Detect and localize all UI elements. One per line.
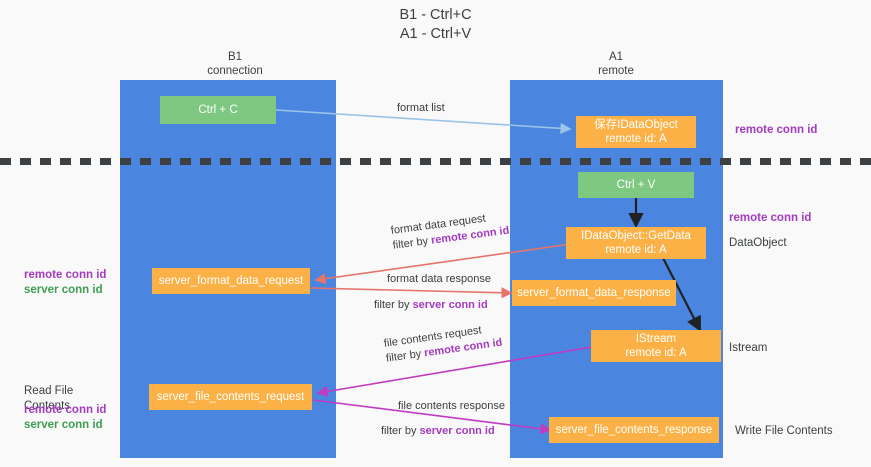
annotation-remote-conn-id-top-text: remote conn id [735,124,818,136]
annotation-read-file-contents: Read File Contents [24,385,74,412]
annotation-istream: Istream [729,342,768,354]
annotation-left-conn-ids-mid: remote conn id server conn id [24,268,116,297]
edge-label-format-data-response-prefix: filter by [374,299,413,311]
phase-divider [0,158,871,165]
edge-label-file-contents-request-prefix: filter by [385,347,426,365]
column-header-a1-name: A1 [608,51,624,63]
edge-label-format-data-response-line1: format data response [387,273,491,285]
annotation-left-read-file-contents-group: Read File Contents [24,384,120,413]
annotation-left-server-conn-id-bottom: server conn id [24,418,103,431]
node-save-idataobject-line2: remote id: A [605,133,667,145]
title-line-1: B1 - Ctrl+C [399,7,472,23]
node-server-format-data-response[interactable]: server_format_data_response [512,280,676,306]
edge-label-file-contents-response: file contents response [398,399,505,414]
edge-label-file-contents-response-prefix: filter by [381,425,420,437]
node-istream-line2: remote id: A [625,347,687,359]
edge-label-file-contents-response-filter: filter by server conn id [381,424,495,439]
node-server-file-contents-request[interactable]: server_file_contents_request [149,384,312,410]
node-server-file-contents-response-label: server_file_contents_response [555,424,713,436]
column-header-b1-name: B1 [227,51,243,63]
node-istream[interactable]: IStream remote id: A [591,330,721,362]
edge-label-file-contents-response-key: server conn id [419,425,495,437]
node-server-file-contents-request-label: server_file_contents_request [156,391,305,403]
edge-label-format-data-request-prefix: filter by [392,234,432,252]
column-header-a1-role: remote [598,65,634,77]
node-idataobject-getdata-line1: IDataObject::GetData [581,230,691,242]
diagram-title: B1 - Ctrl+C A1 - Ctrl+V [0,6,871,44]
annotation-write-file-contents: Write File Contents [735,425,833,437]
annotation-left-server-conn-id-mid: server conn id [24,283,103,296]
node-server-file-contents-response[interactable]: server_file_contents_response [549,417,719,443]
node-istream-line1: IStream [635,333,677,345]
node-idataobject-getdata-line2: remote id: A [605,244,667,256]
node-ctrl-v-label: Ctrl + V [616,179,656,191]
node-server-format-data-response-label: server_format_data_response [517,287,671,299]
annotation-left-conn-ids-bottom: remote conn id server conn id [24,403,120,432]
edge-label-file-contents-request: file contents request filter by remote c… [383,321,503,367]
annotation-dataobject: DataObject [729,237,787,249]
edge-label-format-list: format list [397,102,445,114]
node-ctrl-c[interactable]: Ctrl + C [160,96,276,124]
edge-label-format-data-response: format data response [387,272,491,287]
node-save-idataobject-line1: 保存IDataObject [594,119,678,131]
node-ctrl-v[interactable]: Ctrl + V [578,172,694,198]
title-line-2: A1 - Ctrl+V [399,26,472,42]
edge-label-file-contents-response-line1: file contents response [398,400,506,412]
annotation-left-remote-conn-id-mid: remote conn id [24,269,107,281]
node-ctrl-c-label: Ctrl + C [198,104,238,116]
edge-label-format-data-response-key: server conn id [412,299,488,311]
edge-format-data-response [310,287,513,299]
node-server-format-data-request[interactable]: server_format_data_request [152,268,310,294]
edge-label-format-data-response-filter: filter by server conn id [374,298,488,313]
column-header-b1-role: connection [207,65,263,77]
node-save-idataobject[interactable]: 保存IDataObject remote id: A [576,116,696,148]
edge-label-format-data-request: format data request filter by remote con… [390,209,510,254]
annotation-left-remote-conn-id-bottom: remote conn id [24,404,107,416]
column-header-a1: A1 remote [516,50,716,78]
annotation-remote-conn-id-top: remote conn id [735,123,817,138]
node-idataobject-getdata[interactable]: IDataObject::GetData remote id: A [566,227,706,259]
node-server-format-data-request-label: server_format_data_request [158,275,304,287]
annotation-remote-conn-id-mid: remote conn id [729,211,811,226]
annotation-remote-conn-id-mid-text: remote conn id [729,212,812,224]
column-header-b1: B1 connection [135,50,335,78]
